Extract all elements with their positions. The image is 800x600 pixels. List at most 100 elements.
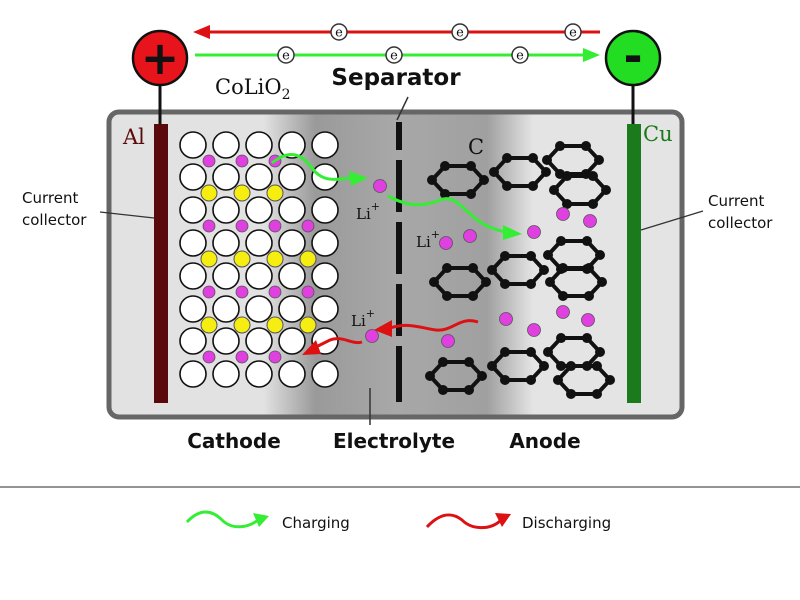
charging-ion-arrow [271,153,368,186]
oxygen-atom [212,262,240,290]
carbon-atom [528,180,538,191]
carbon-atom [595,347,605,357]
oxygen-atom [212,360,240,388]
oxygen-atom [311,360,339,388]
oxygen-atom [212,131,240,159]
cobalt-atom [200,316,218,334]
graphite-anode [425,141,615,399]
discharging-legend-arrowhead [495,513,511,527]
carbon-label: C [468,135,484,159]
li-ion-label-1: Li+ [356,200,380,223]
carbon-atom [500,374,510,385]
carbon-atom [427,175,437,185]
aluminum-label: Al [122,125,145,149]
carbon-atom [526,347,536,358]
carbon-atom [440,188,450,199]
charging-legend-label: Charging [282,514,350,532]
carbon-atom [502,180,512,191]
copper-label: Cu [643,122,673,146]
carbon-atom [592,361,602,372]
carbon-atom [558,263,568,274]
carbon-atom [477,371,487,381]
carbon-atom [584,290,594,301]
current-collector-left-pointer [99,211,155,219]
oxygen-atom [245,360,273,388]
carbon-atom [442,290,452,301]
cathode-lithium-ion [202,154,216,168]
cobalt-atom [299,316,317,334]
cobalt-atom [233,184,251,202]
separator-pointer [396,96,409,121]
cathode-lithium-ion [301,285,315,299]
lithium-ion [556,305,570,319]
carbon-atom [442,263,452,274]
lithium-ion [527,323,541,337]
electrolyte-label: Electrolyte [333,429,455,453]
anode-label: Anode [509,429,580,453]
carbon-atom [539,265,549,275]
discharging-ion-arrow-2 [302,337,363,355]
oxygen-atom [278,196,306,224]
electron-icon [511,46,529,64]
oxygen-atom [212,163,240,191]
electron-icon [277,46,295,64]
cathode-lithium-ion [301,219,315,233]
carbon-atom [582,333,592,344]
carbon-atom [539,361,549,371]
carbon-atom [526,278,536,289]
cathode-lithium-ion [268,350,282,364]
oxygen-atom [179,295,207,323]
carbon-atom [425,371,435,381]
cathode-lithium-ion [202,350,216,364]
oxygen-atom [278,327,306,355]
oxygen-atom [311,196,339,224]
cobalt-atom [266,250,284,268]
charging-ion-arrow-2 [387,194,522,240]
carbon-atom [543,347,553,357]
lithium-ion [439,236,453,250]
cathode-lithium-ion [235,285,249,299]
electron-label: e [282,49,290,64]
carbon-atom [500,278,510,289]
oxygen-atom [179,229,207,257]
carbon-atom [487,361,497,371]
carbon-atom [466,161,476,172]
legend-charging: Charging [185,510,350,532]
oxygen-atom [311,262,339,290]
current-collector-left-label: Current collector [22,189,87,229]
negative-terminal: - [604,29,662,87]
carbon-atom [489,167,499,177]
carbon-atom [464,357,474,368]
carbon-atom [595,250,605,260]
copper-current-collector [627,124,641,403]
carbon-atom [605,375,615,385]
oxygen-atom [245,262,273,290]
current-collector-right-label: Current collector [708,192,773,232]
cathode-lithium-ion [235,154,249,168]
carbon-atom [588,171,598,182]
oxygen-atom [278,262,306,290]
carbon-atom [481,277,491,287]
carbon-atom [553,375,563,385]
li-ion-label-3: Li+ [351,307,375,330]
oxygen-atom [179,327,207,355]
electron-icon [385,46,403,64]
carbon-atom [468,290,478,301]
discharging-legend-label: Discharging [522,514,611,532]
carbon-atom [526,374,536,385]
carbon-atom [556,333,566,344]
cathode-lithium-ion [268,285,282,299]
cobalt-atom [266,184,284,202]
current-collector-right-pointer [640,210,704,231]
legend-discharging: Discharging [425,513,611,532]
lithium-ion [373,179,387,193]
carbon-atom [545,277,555,287]
oxygen-atom [179,262,207,290]
carbon-atom [601,185,611,195]
cathode-lithium-ion [268,219,282,233]
carbon-atom [556,236,566,247]
carbon-atom [555,141,565,152]
oxygen-atom [311,131,339,159]
carbon-atom [438,357,448,368]
